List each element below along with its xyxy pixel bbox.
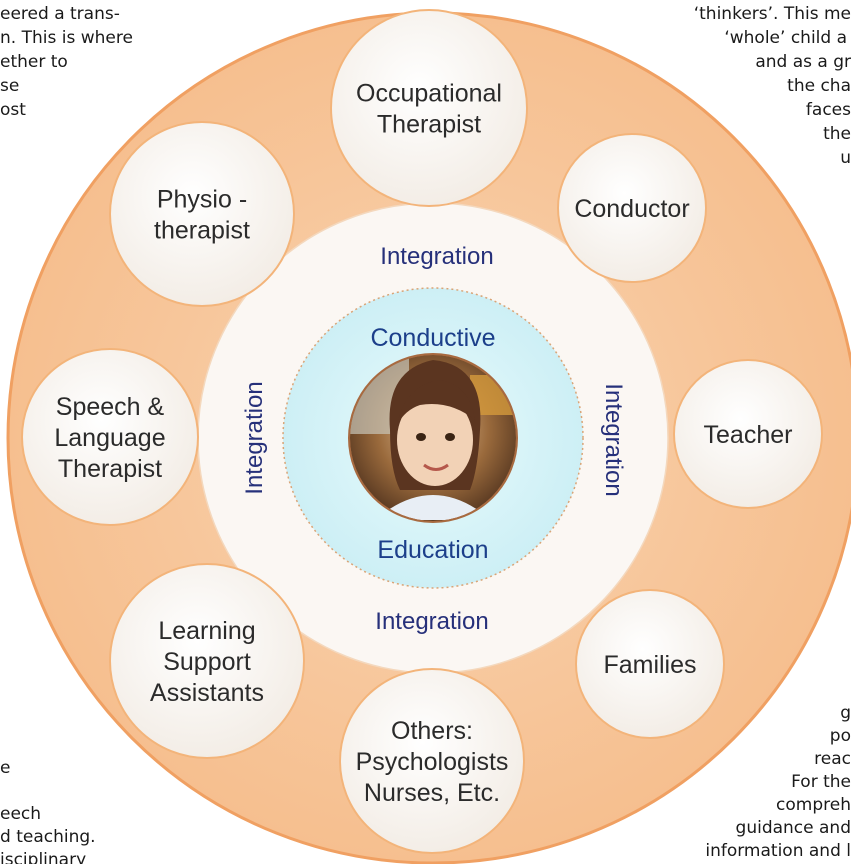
node-label-line: Nurses, Etc.	[364, 779, 500, 807]
node-circle	[575, 589, 725, 739]
background-line: reac	[814, 749, 851, 769]
background-text-top-right: ‘thinkers’. This me ‘whole’ child a and …	[694, 2, 851, 170]
node-label-line: Support	[163, 648, 251, 676]
background-line: information and l	[705, 841, 851, 861]
background-line: For the	[791, 772, 851, 792]
center-label-conductive: Conductive	[370, 324, 495, 352]
integration-label-left: Integration	[241, 381, 268, 494]
node-circle	[109, 121, 295, 307]
integration-label-bottom: Integration	[375, 608, 488, 635]
background-line: faces	[805, 100, 851, 120]
background-line: po	[829, 726, 851, 746]
background-line: the	[823, 124, 851, 144]
node-label-line: Therapist	[377, 111, 481, 139]
node-label-line: Psychologists	[356, 748, 509, 776]
node-label-line: Occupational	[356, 80, 502, 108]
node-teacher: Teacher	[673, 359, 823, 509]
background-line: isciplinary	[0, 850, 87, 864]
node-circle	[21, 348, 199, 526]
background-line: eered a trans-	[0, 4, 120, 24]
background-line: e	[0, 758, 11, 778]
integration-label-top: Integration	[380, 243, 493, 270]
background-line: eech	[0, 804, 42, 824]
background-text-bottom-left: e eech d teaching. isciplinary	[0, 757, 96, 864]
node-circle	[339, 668, 525, 854]
background-line: ether to	[0, 52, 68, 72]
center-label-education: Education	[377, 536, 488, 564]
node-circle	[673, 359, 823, 509]
node-label-line: Assistants	[150, 679, 264, 707]
node-label-line: Others:	[391, 717, 473, 745]
node-label-line: Physio -	[157, 186, 247, 214]
background-line: d teaching.	[0, 827, 96, 847]
background-line: u	[840, 148, 851, 168]
background-line: ost	[0, 100, 26, 120]
node-physiotherapist: Physio - therapist	[109, 121, 295, 307]
outer-nodes: OccupationalTherapistConductorTeacherFam…	[21, 9, 823, 854]
background-line: n. This is where	[0, 28, 133, 48]
node-label-line: Language	[54, 424, 165, 452]
node-label-line: Speech &	[56, 393, 165, 421]
node-circle	[109, 563, 305, 759]
node-label-line: Families	[603, 651, 696, 679]
background-text-bottom-right: g po reac For the compreh guidance and i…	[705, 702, 851, 863]
background-text-top-left: eered a trans- n. This is where ether to…	[0, 2, 133, 122]
node-circle	[330, 9, 528, 207]
node-families: Families	[575, 589, 725, 739]
background-line: and as a gr	[755, 52, 851, 72]
node-label-line: Learning	[158, 617, 255, 645]
background-line: se	[0, 76, 20, 96]
node-circle	[557, 133, 707, 283]
background-line: guidance and	[735, 818, 851, 838]
node-label-line: Therapist	[58, 455, 162, 483]
background-line: g	[840, 703, 851, 723]
background-line: the cha	[787, 76, 851, 96]
child-portrait-icon	[348, 353, 518, 523]
background-line: compreh	[776, 795, 851, 815]
integration-label-right: Integration	[600, 383, 627, 496]
node-conductor: Conductor	[557, 133, 707, 283]
node-label-line: Teacher	[704, 421, 793, 449]
background-line: ‘thinkers’. This me	[693, 4, 851, 24]
node-label-line: therapist	[154, 217, 250, 245]
node-label-line: Conductor	[574, 195, 689, 223]
background-line: ‘whole’ child a	[724, 28, 847, 48]
